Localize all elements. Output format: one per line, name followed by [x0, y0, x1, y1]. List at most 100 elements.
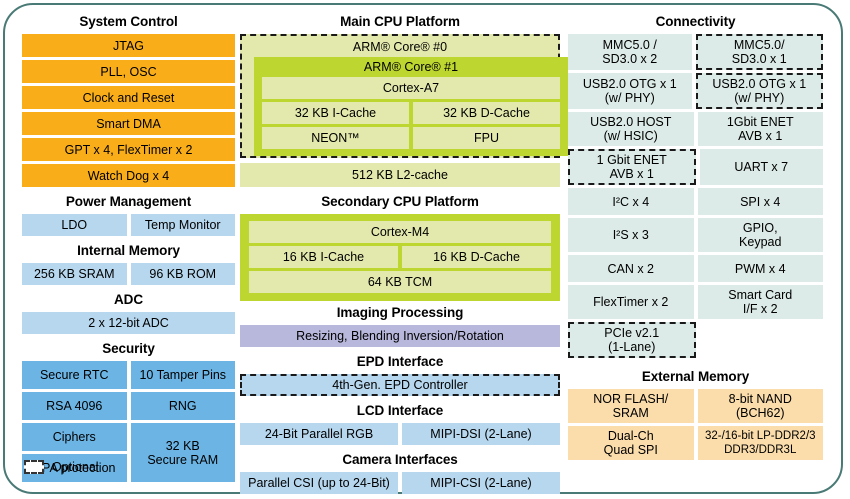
block-gpio-keypad[interactable]: GPIO, Keypad [697, 218, 823, 252]
block-rsa-4096[interactable]: RSA 4096 [22, 392, 127, 420]
block-pll-osc[interactable]: PLL, OSC [22, 60, 235, 83]
block-l2-cache[interactable]: 512 KB L2-cache [240, 163, 560, 187]
block-rom[interactable]: 96 KB ROM [130, 263, 235, 285]
arm-core-1-label: ARM® Core® #1 [363, 60, 459, 74]
arm-core-0-label: ARM® Core® #0 [352, 39, 448, 54]
block-tcm[interactable]: 64 KB TCM [249, 271, 551, 293]
connectivity-row-7: CAN x 2 PWM x 4 [568, 255, 823, 282]
section-title-adc: ADC [114, 292, 143, 307]
connectivity-row-9: PCIe v2.1 (1-Lane) [568, 322, 823, 358]
camera-row: Parallel CSI (up to 24-Bit) MIPI-CSI (2-… [240, 472, 560, 494]
lcd-row: 24-Bit Parallel RGB MIPI-DSI (2-Lane) [240, 423, 560, 445]
block-mmc-sd-x1[interactable]: MMC5.0/ SD3.0 x 1 [695, 34, 823, 70]
block-epd-controller[interactable]: 4th-Gen. EPD Controller [240, 374, 560, 396]
block-smart-card[interactable]: Smart Card I/F x 2 [697, 285, 823, 319]
block-usb-otg-phy[interactable]: USB2.0 OTG x 1 (w/ PHY) [568, 73, 692, 109]
section-title-security: Security [102, 341, 155, 356]
block-quad-spi[interactable]: Dual-Ch Quad SPI [568, 426, 694, 460]
section-title-imaging: Imaging Processing [336, 305, 464, 320]
section-title-power-management: Power Management [65, 194, 192, 209]
section-title-connectivity: Connectivity [655, 14, 736, 29]
block-mipi-dsi[interactable]: MIPI-DSI (2-Lane) [402, 423, 560, 445]
legend-optional: Optional [24, 460, 99, 474]
block-enet-avb[interactable]: 1Gbit ENET AVB x 1 [697, 112, 823, 146]
block-parallel-rgb[interactable]: 24-Bit Parallel RGB [240, 423, 398, 445]
section-title-external-memory: External Memory [641, 369, 750, 384]
block-nor-flash-sram[interactable]: NOR FLASH/ SRAM [568, 389, 694, 423]
block-jtag[interactable]: JTAG [22, 34, 235, 57]
section-title-secondary-cpu: Secondary CPU Platform [321, 194, 479, 209]
system-control-row-2: PLL, OSC [22, 60, 235, 83]
section-title-lcd: LCD Interface [356, 403, 444, 418]
cortex-m4-row: Cortex-M4 [249, 221, 551, 243]
block-smart-dma[interactable]: Smart DMA [22, 112, 235, 135]
block-imaging-processing[interactable]: Resizing, Blending Inversion/Rotation [240, 325, 560, 347]
legend-optional-label: Optional [52, 460, 99, 474]
block-can[interactable]: CAN x 2 [568, 255, 694, 282]
block-secure-rtc[interactable]: Secure RTC [22, 361, 127, 389]
dashed-box-icon [24, 460, 44, 474]
system-control-row-6: Watch Dog x 4 [22, 164, 235, 187]
l2-cache-row: 512 KB L2-cache [240, 163, 560, 187]
block-ddr[interactable]: 32-/16-bit LP-DDR2/3 DDR3/DDR3L [697, 426, 823, 460]
block-secondary-cpu-platform[interactable]: Cortex-M4 16 KB I-Cache 16 KB D-Cache 64… [240, 214, 560, 301]
block-i2s[interactable]: I²S x 3 [568, 218, 694, 252]
block-enet-avb-optional[interactable]: 1 Gbit ENET AVB x 1 [568, 149, 696, 185]
block-fpu[interactable]: FPU [413, 127, 560, 149]
block-cortex-a7[interactable]: Cortex-A7 [262, 77, 560, 99]
connectivity-row-4: 1 Gbit ENET AVB x 1 UART x 7 [568, 149, 823, 185]
block-neon[interactable]: NEON™ [262, 127, 409, 149]
block-usb-otg-phy-optional[interactable]: USB2.0 OTG x 1 (w/ PHY) [695, 73, 823, 109]
block-mipi-csi[interactable]: MIPI-CSI (2-Lane) [402, 472, 560, 494]
system-control-row-1: JTAG [22, 34, 235, 57]
cortex-a7-row: Cortex-A7 [262, 77, 560, 99]
block-parallel-csi[interactable]: Parallel CSI (up to 24-Bit) [240, 472, 398, 494]
security-left-stack: Secure RTC RSA 4096 Ciphers DPA protecti… [22, 361, 127, 482]
a7-cache-row: 32 KB I-Cache 32 KB D-Cache [262, 102, 560, 124]
block-dpa-protection[interactable]: DPA protection [22, 454, 127, 482]
security-right-stack: 10 Tamper Pins RNG 32 KB Secure RAM [130, 361, 235, 482]
connectivity-row-1: MMC5.0 / SD3.0 x 2 MMC5.0/ SD3.0 x 1 [568, 34, 823, 70]
block-adc[interactable]: 2 x 12-bit ADC [22, 312, 235, 334]
imaging-row: Resizing, Blending Inversion/Rotation [240, 325, 560, 347]
block-arm-core-0[interactable]: ARM® Core® #0 ARM® Core® #1 Cortex-A7 32… [240, 34, 568, 158]
block-a7-icache[interactable]: 32 KB I-Cache [262, 102, 409, 124]
block-clock-and-reset[interactable]: Clock and Reset [22, 86, 235, 109]
system-control-row-3: Clock and Reset [22, 86, 235, 109]
block-uart[interactable]: UART x 7 [699, 149, 823, 185]
block-watch-dog[interactable]: Watch Dog x 4 [22, 164, 235, 187]
section-title-camera: Camera Interfaces [342, 452, 458, 467]
block-temp-monitor[interactable]: Temp Monitor [130, 214, 235, 236]
block-spi[interactable]: SPI x 4 [697, 188, 823, 215]
block-tamper-pins[interactable]: 10 Tamper Pins [130, 361, 235, 389]
block-usb-host-hsic[interactable]: USB2.0 HOST (w/ HSIC) [568, 112, 694, 146]
block-rng[interactable]: RNG [130, 392, 235, 420]
block-ciphers[interactable]: Ciphers [22, 423, 127, 451]
block-arm-core-1[interactable]: ARM® Core® #1 Cortex-A7 32 KB I-Cache 32… [254, 57, 568, 156]
block-i2c[interactable]: I²C x 4 [568, 188, 694, 215]
block-cortex-m4[interactable]: Cortex-M4 [249, 221, 551, 243]
right-column: Connectivity MMC5.0 / SD3.0 x 2 MMC5.0/ … [568, 10, 823, 460]
block-sram[interactable]: 256 KB SRAM [22, 263, 127, 285]
block-gpt-flextimer[interactable]: GPT x 4, FlexTimer x 2 [22, 138, 235, 161]
m4-cache-row: 16 KB I-Cache 16 KB D-Cache [249, 246, 551, 268]
system-control-row-5: GPT x 4, FlexTimer x 2 [22, 138, 235, 161]
block-pcie[interactable]: PCIe v2.1 (1-Lane) [568, 322, 696, 358]
section-title-epd: EPD Interface [356, 354, 444, 369]
block-m4-dcache[interactable]: 16 KB D-Cache [402, 246, 551, 268]
system-control-row-4: Smart DMA [22, 112, 235, 135]
connectivity-row-2: USB2.0 OTG x 1 (w/ PHY) USB2.0 OTG x 1 (… [568, 73, 823, 109]
security-grid: Secure RTC RSA 4096 Ciphers DPA protecti… [22, 361, 235, 482]
block-mmc-sd-x2[interactable]: MMC5.0 / SD3.0 x 2 [568, 34, 692, 70]
adc-row: 2 x 12-bit ADC [22, 312, 235, 334]
connectivity-row-5: I²C x 4 SPI x 4 [568, 188, 823, 215]
block-flextimer[interactable]: FlexTimer x 2 [568, 285, 694, 319]
block-m4-icache[interactable]: 16 KB I-Cache [249, 246, 398, 268]
internal-memory-row: 256 KB SRAM 96 KB ROM [22, 263, 235, 285]
block-nand[interactable]: 8-bit NAND (BCH62) [697, 389, 823, 423]
block-pwm[interactable]: PWM x 4 [697, 255, 823, 282]
block-secure-ram[interactable]: 32 KB Secure RAM [130, 423, 235, 482]
block-ldo[interactable]: LDO [22, 214, 127, 236]
m4-tcm-row: 64 KB TCM [249, 271, 551, 293]
block-a7-dcache[interactable]: 32 KB D-Cache [413, 102, 560, 124]
